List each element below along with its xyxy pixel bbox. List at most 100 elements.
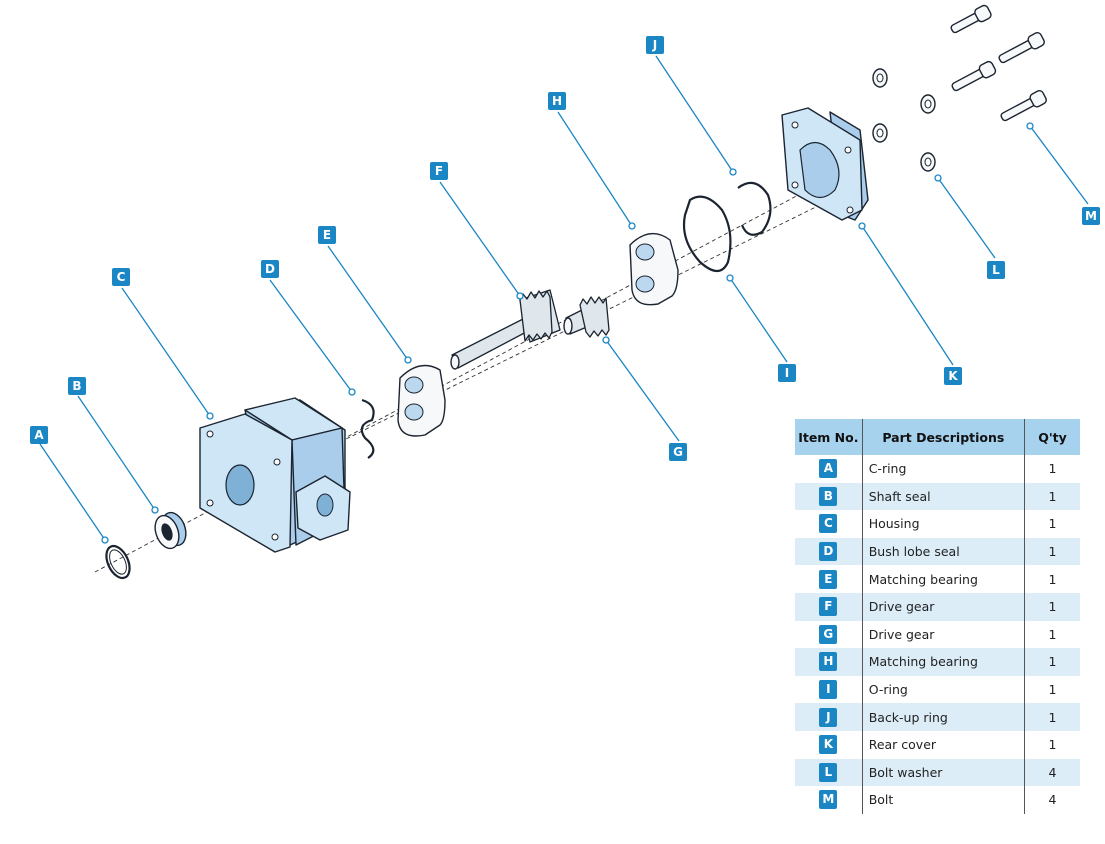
callout-i: I bbox=[778, 364, 796, 382]
callout-e: E bbox=[318, 226, 336, 244]
qty-cell: 4 bbox=[1023, 786, 1080, 814]
header-qty: Q'ty bbox=[1023, 419, 1080, 455]
svg-text:B: B bbox=[72, 379, 81, 393]
part-drive-gear-shaft bbox=[450, 289, 561, 370]
callout-m: M bbox=[1082, 207, 1100, 225]
svg-text:J: J bbox=[652, 38, 657, 52]
item-cell: H bbox=[795, 648, 863, 676]
item-cell: F bbox=[795, 592, 863, 621]
qty-cell: 1 bbox=[1023, 482, 1080, 511]
svg-text:C: C bbox=[117, 270, 126, 284]
svg-text:H: H bbox=[552, 94, 562, 108]
item-cell: M bbox=[795, 786, 862, 814]
callout-f: F bbox=[430, 162, 448, 180]
qty-cell: 1 bbox=[1023, 455, 1080, 483]
part-bush-lobe-seal bbox=[360, 398, 375, 459]
callout-g: G bbox=[669, 443, 687, 461]
part-shaft-seal bbox=[154, 511, 187, 550]
item-badge: F bbox=[819, 597, 838, 617]
item-cell: J bbox=[795, 703, 863, 731]
header-item-no: Item No. bbox=[795, 419, 863, 455]
description-cell: Rear cover bbox=[861, 730, 1025, 759]
svg-text:M: M bbox=[1085, 209, 1097, 223]
qty-cell: 1 bbox=[1023, 565, 1080, 593]
description-cell: Back-up ring bbox=[861, 703, 1025, 731]
qty-cell: 1 bbox=[1023, 537, 1080, 566]
item-cell: E bbox=[795, 565, 862, 593]
item-badge: G bbox=[819, 624, 838, 644]
header-part-descriptions: Part Descriptions bbox=[861, 419, 1025, 455]
qty-cell: 1 bbox=[1023, 703, 1080, 731]
description-cell: Matching bearing bbox=[861, 648, 1025, 676]
part-back-up-ring bbox=[737, 181, 772, 236]
item-cell: G bbox=[795, 621, 862, 649]
item-badge: E bbox=[819, 569, 838, 589]
item-badge: K bbox=[819, 735, 838, 755]
description-cell: O-ring bbox=[861, 675, 1025, 704]
svg-text:L: L bbox=[992, 263, 1000, 277]
description-cell: Matching bearing bbox=[861, 565, 1025, 593]
svg-text:A: A bbox=[34, 428, 44, 442]
part-bolts bbox=[950, 4, 1047, 122]
description-cell: Bush lobe seal bbox=[861, 537, 1025, 566]
description-cell: Housing bbox=[861, 510, 1025, 538]
qty-cell: 1 bbox=[1023, 648, 1080, 676]
item-badge: J bbox=[819, 707, 838, 727]
svg-text:F: F bbox=[435, 164, 443, 178]
svg-text:D: D bbox=[265, 262, 275, 276]
callout-d: D bbox=[261, 260, 279, 278]
part-rear-cover bbox=[781, 107, 869, 221]
callout-c: C bbox=[112, 268, 130, 286]
item-cell: A bbox=[795, 455, 862, 483]
svg-text:E: E bbox=[323, 228, 331, 242]
item-cell: C bbox=[795, 510, 862, 538]
description-cell: Drive gear bbox=[861, 592, 1025, 621]
callout-a: A bbox=[30, 426, 48, 444]
svg-text:G: G bbox=[673, 445, 683, 459]
part-matching-bearing-rear bbox=[629, 232, 679, 306]
qty-cell: 1 bbox=[1023, 730, 1080, 759]
item-badge: M bbox=[819, 790, 838, 810]
part-o-ring bbox=[682, 195, 732, 273]
part-bolt-washers bbox=[872, 68, 936, 172]
part-c-ring bbox=[105, 544, 131, 580]
leader-lines bbox=[39, 55, 1089, 544]
qty-cell: 4 bbox=[1023, 758, 1080, 787]
qty-cell: 1 bbox=[1023, 510, 1080, 538]
item-cell: I bbox=[795, 676, 862, 704]
qty-cell: 1 bbox=[1023, 620, 1080, 649]
callout-k: K bbox=[944, 367, 962, 385]
description-cell: Shaft seal bbox=[861, 482, 1025, 511]
description-cell: Bolt bbox=[861, 786, 1025, 814]
callout-h: H bbox=[548, 92, 566, 110]
item-cell: K bbox=[795, 731, 862, 759]
qty-cell: 1 bbox=[1023, 675, 1080, 704]
assembly-axes bbox=[94, 177, 831, 573]
item-cell: D bbox=[795, 537, 863, 566]
qty-cell: 1 bbox=[1023, 592, 1080, 621]
description-cell: Bolt washer bbox=[861, 758, 1025, 787]
item-cell: B bbox=[795, 482, 863, 511]
callout-l: L bbox=[987, 261, 1005, 279]
description-cell: C-ring bbox=[861, 455, 1025, 483]
item-badge: A bbox=[819, 459, 838, 479]
part-drive-gear bbox=[563, 296, 610, 338]
part-housing bbox=[199, 397, 351, 553]
item-badge: B bbox=[819, 486, 838, 506]
svg-text:K: K bbox=[948, 369, 958, 383]
